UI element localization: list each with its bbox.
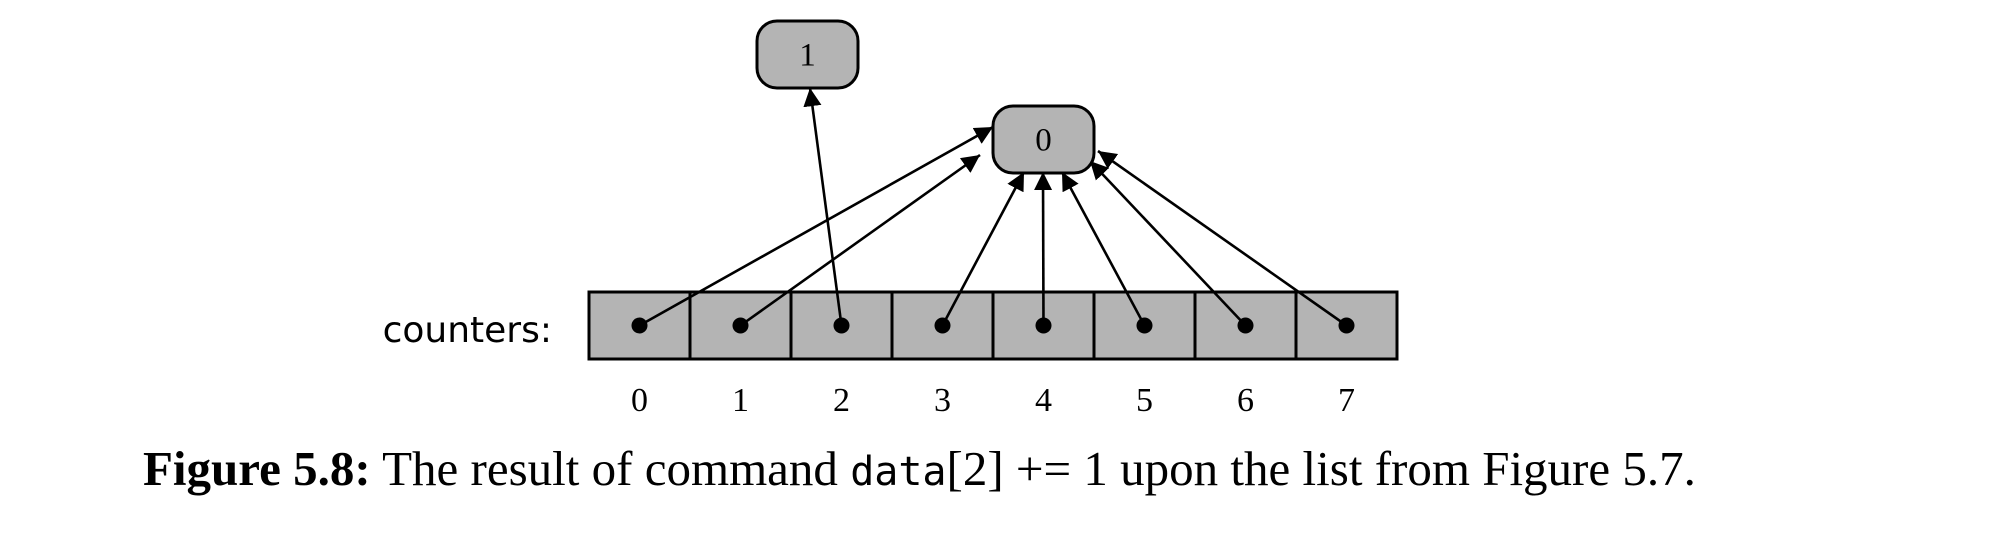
int-object-label: 1 [799,38,816,74]
reference-dot-6 [1237,317,1254,334]
caption-code: data [850,449,947,495]
index-labels: 0 1 2 3 4 5 6 7 [631,382,1355,419]
index-label-0: 0 [631,382,648,419]
index-label-2: 2 [833,382,850,419]
int-object-0 [991,104,1096,175]
reference-dot-5 [1136,317,1153,334]
array-label: counters: [383,310,552,351]
reference-dot-3 [934,317,951,334]
index-label-6: 6 [1237,382,1254,419]
reference-arrow-7 [1097,149,1348,327]
reference-arrow-0 [638,125,994,327]
index-label-5: 5 [1136,382,1153,419]
reference-arrows [638,87,1348,327]
int-object-1 [755,19,860,90]
counters-array [587,290,1399,361]
integer-objects: 10 [755,19,1096,175]
index-label-4: 4 [1035,382,1052,419]
reference-arrow-5 [1060,171,1146,327]
reference-arrow-4 [1033,171,1053,326]
index-label-7: 7 [1338,382,1355,419]
index-label-1: 1 [732,382,749,419]
reference-dot-0 [631,317,648,334]
reference-dot-4 [1035,317,1052,334]
reference-dot-2 [833,317,850,334]
figure-caption: Figure 5.8: The result of command data[2… [143,441,2003,497]
int-object-label: 0 [1035,123,1052,159]
reference-dots [631,317,1355,334]
caption-text-before: The result of command [370,441,851,496]
reference-arrow-2 [803,87,843,326]
reference-arrow-1 [739,153,981,327]
reference-arrow-3 [941,171,1026,327]
reference-dot-1 [732,317,749,334]
index-label-3: 3 [934,382,951,419]
reference-arrow-6 [1089,160,1247,327]
reference-dot-7 [1338,317,1355,334]
figure-number: Figure 5.8: [143,441,371,496]
caption-text-after: [2] += 1 upon the list from Figure 5.7. [946,441,1696,496]
